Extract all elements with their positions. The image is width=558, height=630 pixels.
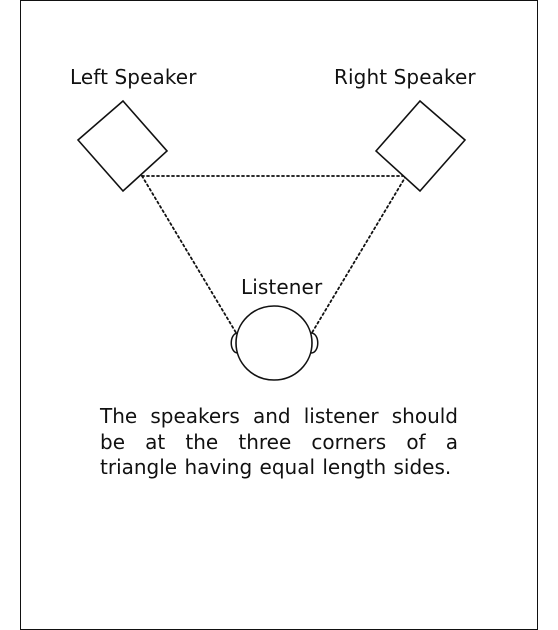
listener-icon	[230, 305, 319, 381]
listener-head-icon	[235, 305, 313, 381]
right-speaker-icon	[374, 99, 467, 193]
triangle-left-edge	[141, 175, 239, 337]
triangle-right-edge	[309, 175, 407, 337]
diagram-caption: The speakers and listener should be at t…	[100, 404, 458, 480]
speaker-triangle-diagram	[76, 99, 467, 381]
left-speaker-icon	[76, 99, 169, 193]
listener-label: Listener	[240, 275, 324, 299]
left-speaker-label: Left Speaker	[70, 65, 197, 89]
right-speaker-label: Right Speaker	[334, 65, 476, 89]
listener-right-ear-icon	[310, 332, 319, 354]
